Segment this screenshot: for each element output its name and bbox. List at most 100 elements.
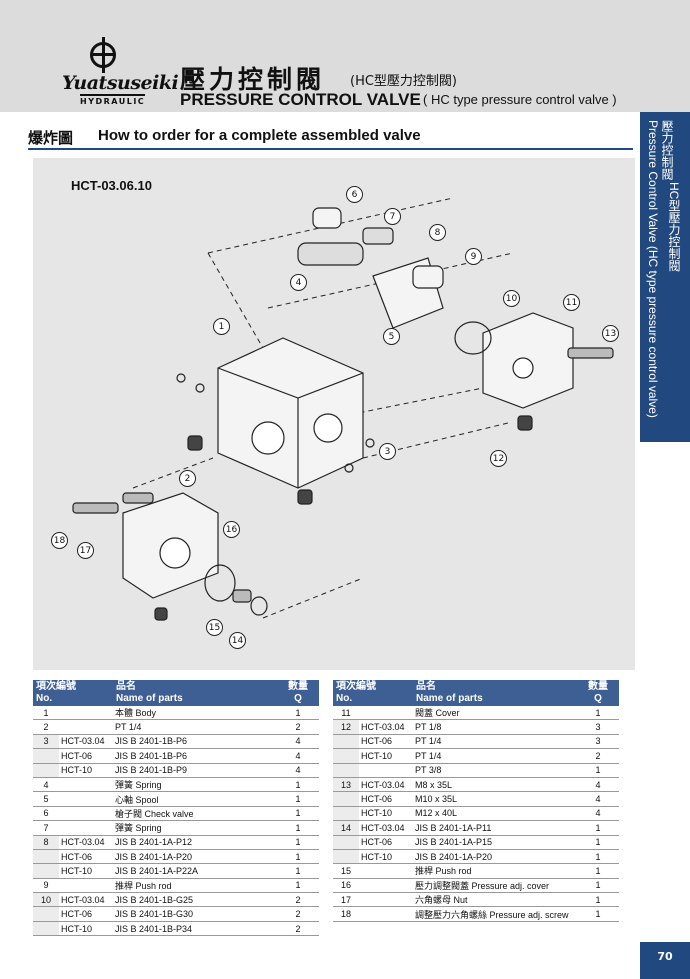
callout-17: 17 (77, 542, 94, 559)
table-cell-no: 10 (33, 892, 59, 908)
table-cell-no: 7 (33, 820, 59, 836)
table-cell-name: JIS B 2401-1B-P6 (113, 748, 277, 764)
table-cell-no (333, 748, 359, 764)
table-cell-name: M12 x 40L (413, 806, 577, 822)
table-cell-q: 1 (577, 878, 619, 894)
table-cell-name: 推桿 Push rod (113, 878, 277, 894)
diagram-drawing (72, 197, 614, 621)
callout-2: 2 (179, 470, 196, 487)
table-cell-name: JIS B 2401-1B-P34 (113, 921, 277, 937)
table-cell-sub: HCT-06 (359, 734, 413, 750)
table-cell-no (33, 921, 59, 937)
table-cell-q: 2 (277, 719, 319, 735)
table-cell-sub (59, 806, 113, 822)
table-cell-q: 1 (277, 835, 319, 850)
table-cell-q: 1 (577, 906, 619, 922)
table-cell-name: M8 x 35L (413, 777, 577, 793)
table-cell-no: 12 (333, 719, 359, 735)
section-heading-zh: 爆炸圖 (28, 129, 74, 147)
table-cell-no (33, 763, 59, 778)
side-tab-zh2: HC型壓力控制閥 (667, 182, 681, 272)
page-title-en-sub: ( HC type pressure control valve ) (423, 92, 617, 107)
table-cell-q: 4 (277, 734, 319, 750)
table-cell-q: 1 (277, 878, 319, 894)
table-cell-q: 2 (277, 906, 319, 922)
table-cell-sub (59, 878, 113, 894)
table-cell-no: 2 (33, 719, 59, 735)
table-cell-no (33, 863, 59, 879)
brand-sub: HYDRAULIC (80, 94, 146, 106)
callout-8: 8 (429, 224, 446, 241)
table-cell-name: M10 x 35L (413, 791, 577, 807)
model-label: HCT-03.06.10 (71, 178, 152, 193)
table-cell-no (333, 806, 359, 822)
table-cell-q: 1 (277, 777, 319, 793)
table-cell-name: PT 1/4 (413, 734, 577, 750)
table-cell-q: 4 (277, 763, 319, 778)
table-cell-q: 1 (277, 806, 319, 822)
header-band: Yuatsuseiki HYDRAULIC 壓力控制閥 (HC型壓力控制閥) P… (0, 0, 690, 112)
callout-5: 5 (383, 328, 400, 345)
side-tab-text-2: HC型壓力控制閥 (667, 182, 681, 271)
page-number: 70 (640, 942, 690, 979)
section-heading-en: How to order for a complete assembled va… (98, 127, 421, 144)
table-cell-q: 1 (577, 849, 619, 865)
table-cell-no (33, 849, 59, 865)
table-cell-no (333, 763, 359, 778)
table-cell-q: 1 (577, 820, 619, 836)
brand-name: Yuatsuseiki (62, 72, 179, 94)
exploded-diagram: HCT-03.06.10 (33, 158, 635, 670)
page-title-zh: 壓力控制閥 (180, 65, 326, 94)
table-cell-name: 彈簧 Spring (113, 777, 277, 793)
table-cell-sub: HCT-03.04 (359, 777, 413, 793)
table-cell-sub: HCT-10 (59, 863, 113, 879)
table-cell-name: JIS B 2401-1B-P6 (113, 734, 277, 750)
table-cell-q: 4 (577, 791, 619, 807)
table-cell-sub (359, 863, 413, 879)
page-title-zh-sub: (HC型壓力控制閥) (350, 74, 457, 89)
table-cell-no: 4 (33, 777, 59, 793)
table-cell-name: PT 1/8 (413, 719, 577, 735)
table-cell-name: JIS B 2401-1B-G30 (113, 906, 277, 922)
callout-12: 12 (490, 450, 507, 467)
callout-14: 14 (229, 632, 246, 649)
table-cell-no (33, 906, 59, 922)
table-cell-q: 1 (577, 706, 619, 721)
table-cell-name: 彈簧 Spring (113, 820, 277, 836)
side-tab-en1: Pressure Control Valve (HC type pressure… (646, 120, 660, 418)
page-title-en: PRESSURE CONTROL VALVE (180, 90, 421, 109)
table-cell-name: JIS B 2401-1A-P22A (113, 863, 277, 879)
table-cell-q: 1 (577, 835, 619, 850)
table-cell-name: JIS B 2401-1A-P20 (413, 849, 577, 865)
table-cell-no (333, 734, 359, 750)
table-cell-no: 5 (33, 791, 59, 807)
table-cell-sub (59, 777, 113, 793)
table-cell-no: 11 (333, 706, 359, 721)
table-cell-name: 壓力調整閥蓋 Pressure adj. cover (413, 878, 577, 894)
table-cell-name: 六角螺母 Nut (413, 892, 577, 908)
brand-logo-icon (90, 37, 116, 73)
callout-16: 16 (223, 521, 240, 538)
table-cell-name: PT 3/8 (413, 763, 577, 778)
table-cell-sub (59, 820, 113, 836)
table-cell-sub: HCT-10 (359, 806, 413, 822)
callout-6: 6 (346, 186, 363, 203)
table-cell-no: 9 (33, 878, 59, 894)
callout-4: 4 (290, 274, 307, 291)
table-cell-sub (359, 878, 413, 894)
callout-9: 9 (465, 248, 482, 265)
